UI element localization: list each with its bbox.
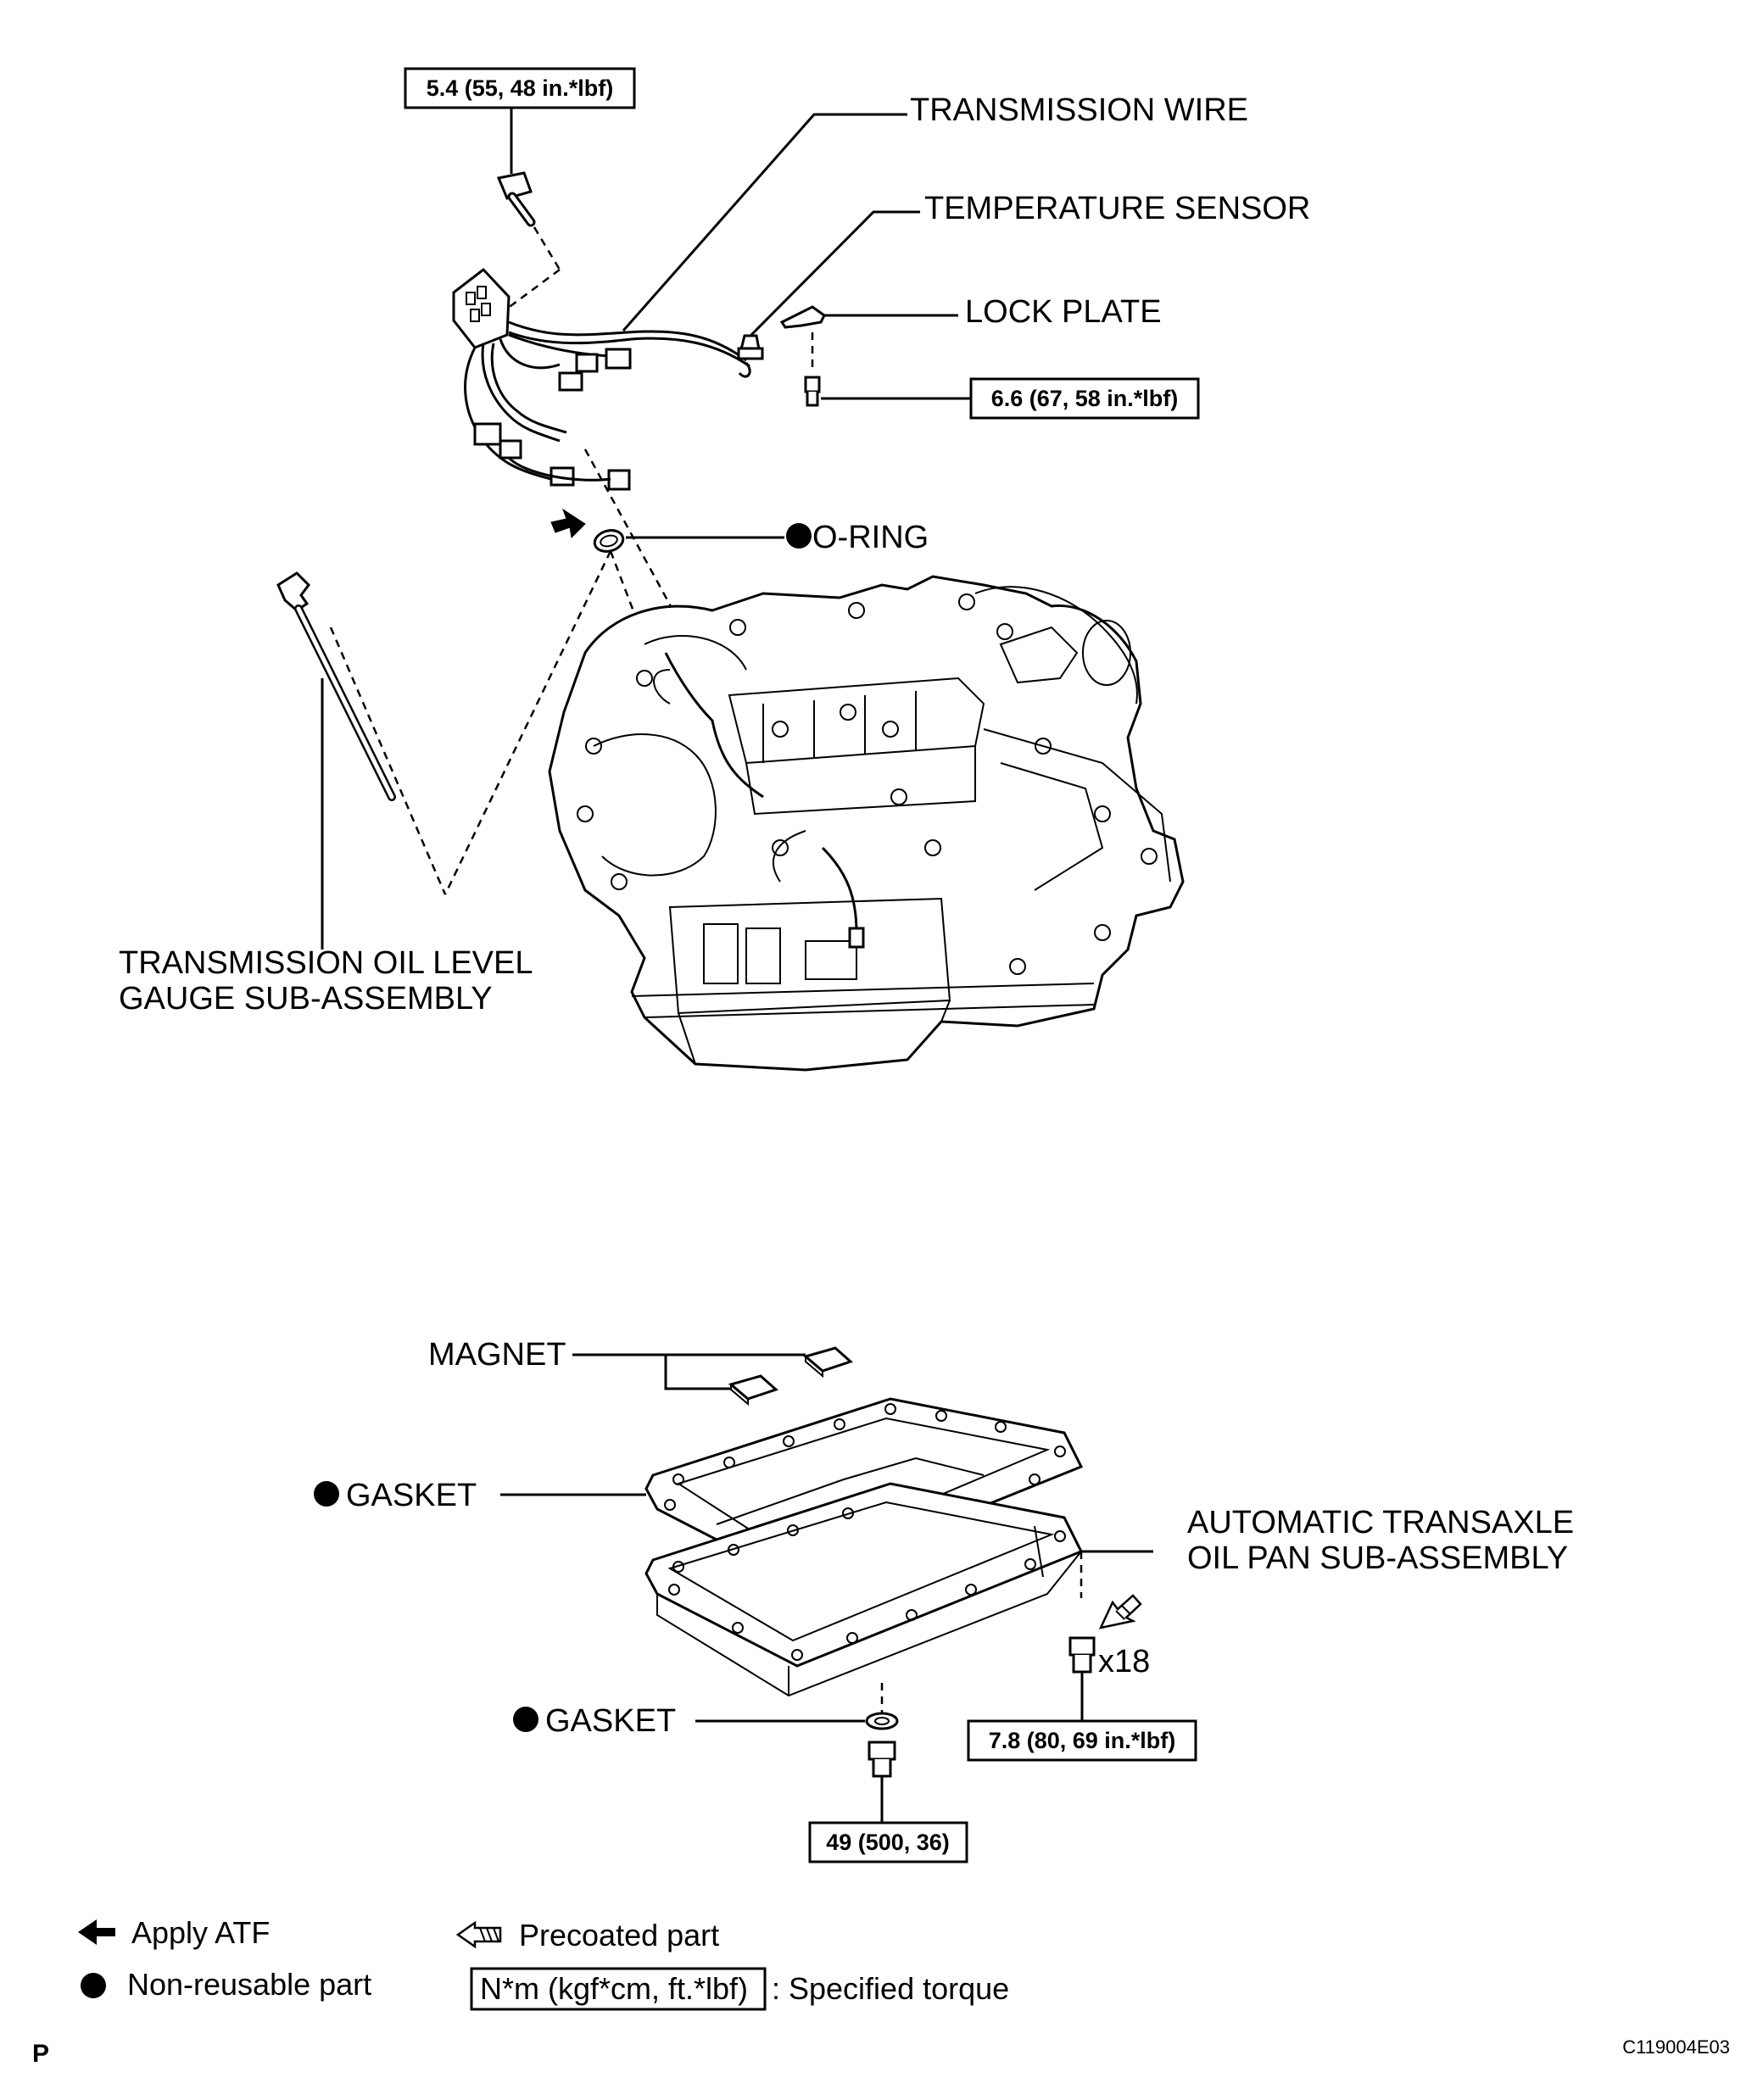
label-bolt-count: x18 — [1098, 1644, 1150, 1679]
magnets — [572, 1346, 853, 1406]
drain-plug — [868, 1741, 896, 1823]
torque-pan-bolt-text: 7.8 (80, 69 in.*lbf) — [989, 1728, 1176, 1753]
precoated-arrow-pan-bolt — [1098, 1594, 1142, 1629]
torque-box-pan-bolt: 7.8 (80, 69 in.*lbf) — [967, 1719, 1197, 1762]
o-ring — [550, 508, 784, 553]
label-gasket-upper: GASKET — [346, 1478, 477, 1513]
legend-non-reusable-text: Non-reusable part — [127, 1967, 371, 2002]
legend-precoated-icon — [455, 1920, 502, 1949]
label-transmission-wire: TRANSMISSION WIRE — [910, 92, 1248, 128]
legend-apply-atf-text: Apply ATF — [131, 1915, 270, 1950]
label-oil-level-gauge-line2: GAUGE SUB-ASSEMBLY — [119, 981, 493, 1017]
wire-bolt — [496, 171, 561, 315]
label-magnet: MAGNET — [428, 1337, 566, 1373]
legend-torque-unit-text: N*m (kgf*cm, ft.*lbf) — [480, 1971, 748, 2006]
transaxle-body — [548, 575, 1185, 1072]
temperature-sensor — [737, 210, 920, 360]
label-gasket-lower: GASKET — [545, 1703, 676, 1739]
torque-box-wire-bolt: 5.4 (55, 48 in.*lbf) — [404, 67, 636, 174]
legend-torque-box — [470, 1967, 767, 2011]
label-lock-plate: LOCK PLATE — [965, 294, 1162, 330]
legend-apply-atf-arrow — [78, 1919, 115, 1945]
figure-code: C119004E03 — [1622, 2036, 1730, 2058]
legend: Apply ATF Non-reusable part Precoated pa… — [78, 1915, 1009, 2011]
torque-drain-plug-text: 49 (500, 36) — [826, 1830, 950, 1855]
legend-specified-torque-text: : Specified torque — [772, 1971, 1009, 2006]
torque-lock-plate-text: 6.6 (67, 58 in.*lbf) — [991, 386, 1179, 411]
label-oil-pan-line1: AUTOMATIC TRANSAXLE — [1187, 1505, 1574, 1540]
drain-plug-gasket — [695, 1712, 899, 1730]
legend-precoated-text: Precoated part — [519, 1918, 719, 1952]
transmission-wire-harness — [452, 113, 907, 491]
pan-bolt — [1068, 1636, 1096, 1721]
label-o-ring: O-RING — [812, 520, 929, 555]
lock-plate — [779, 305, 958, 373]
torque-box-drain-plug: 49 (500, 36) — [808, 1821, 968, 1863]
label-oil-level-gauge-line1: TRANSMISSION OIL LEVEL — [119, 945, 533, 981]
non-reusable-dot-gasket-upper — [314, 1481, 339, 1507]
apply-atf-arrow — [550, 508, 586, 539]
label-temperature-sensor: TEMPERATURE SENSOR — [924, 191, 1310, 226]
torque-box-lock-plate-bolt: 6.6 (67, 58 in.*lbf) — [969, 377, 1200, 420]
legend-non-reusable-dot — [81, 1973, 106, 1998]
label-oil-pan-line2: OIL PAN SUB-ASSEMBLY — [1187, 1540, 1568, 1576]
oil-level-gauge — [276, 571, 447, 950]
torque-wire-bolt-text: 5.4 (55, 48 in.*lbf) — [427, 75, 614, 101]
non-reusable-dot-gasket-lower — [513, 1707, 538, 1732]
oil-pan — [644, 1482, 1153, 1697]
page-letter: P — [32, 2040, 49, 2068]
lock-plate-bolt — [804, 376, 971, 407]
non-reusable-dot-o-ring — [786, 523, 812, 549]
